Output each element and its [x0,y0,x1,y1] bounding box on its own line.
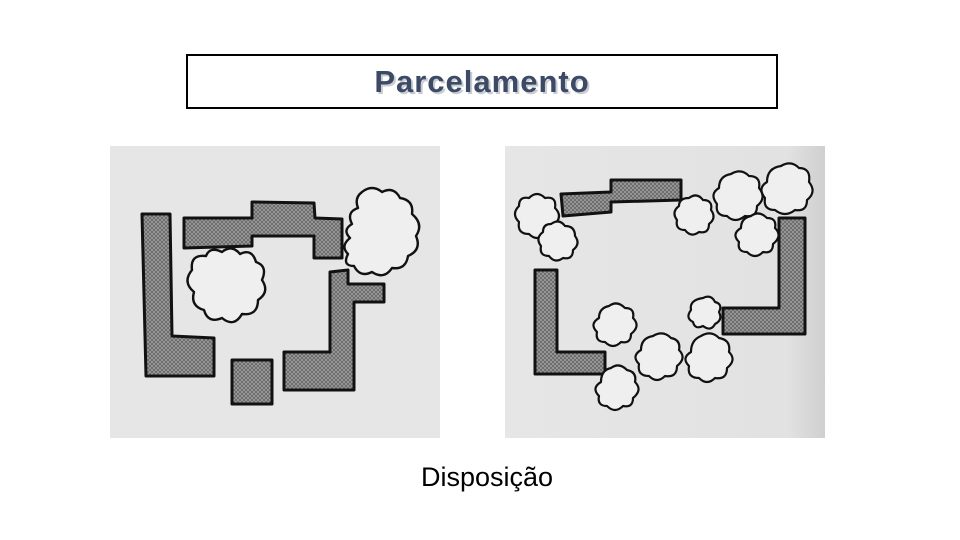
slide-title: Parcelamento [374,63,590,99]
tree-sw-1 [592,302,638,348]
left-layout-sketch [110,146,440,438]
building-l-shape-east [721,216,807,336]
tree-northeast [343,186,421,277]
tree-ne-2 [760,162,814,216]
building-l-shape-west [140,212,216,378]
building-l-shape-west [533,268,607,376]
tree-ne-3 [734,212,780,258]
tree-n-1 [673,194,715,236]
slide-caption: Disposição [420,462,554,492]
right-layout-sketch [505,146,825,438]
building-square-south [230,358,274,406]
tree-nw-2 [537,220,579,262]
tree-ne-1 [712,170,764,222]
tree-se-1 [684,332,734,384]
tree-center-small [687,295,722,330]
tree-sw-2 [594,364,640,412]
tree-s-1 [634,332,684,382]
tree-center [186,247,267,324]
building-stepped-north [182,200,344,260]
building-l-shape-east [282,268,386,392]
title-box: Parcelamento [186,54,778,109]
